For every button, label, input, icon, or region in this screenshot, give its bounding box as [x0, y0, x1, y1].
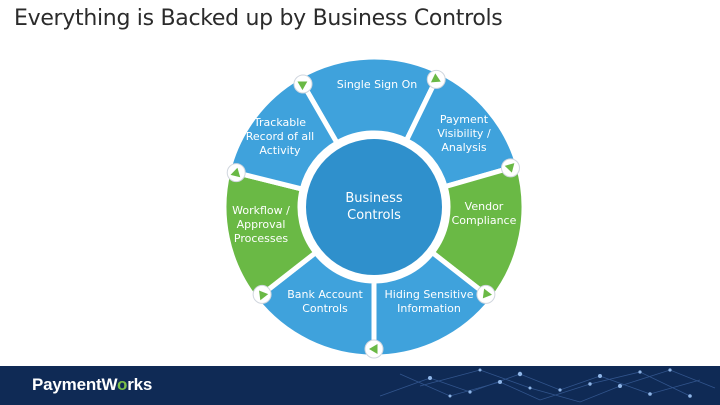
center-label: Business Controls: [345, 191, 403, 223]
segment-label-workflow-approval: Workflow / Approval Processes: [232, 204, 290, 245]
segment-label-trackable-record: Trackable Record of all Activity: [245, 116, 315, 157]
arrow-icon: [364, 339, 384, 359]
segment-label-bank-account-controls: Bank Account Controls: [287, 288, 363, 315]
wheel-arrows: [226, 69, 520, 359]
segment-label-payment-visibility: Payment Visibility / Analysis: [437, 113, 491, 154]
segment-label-single-sign-on: Single Sign On: [336, 78, 418, 91]
arrow-icon: [293, 74, 313, 94]
segment-label-hiding-sensitive-information: Hiding Sensitive Information: [384, 288, 474, 315]
arrow-icon: [426, 69, 446, 89]
segment-label-vendor-compliance: Vendor Compliance: [451, 200, 517, 227]
page-title: Everything is Backed up by Business Cont…: [14, 6, 503, 31]
arrow-icon: [252, 284, 272, 304]
footer-network-graphic: [379, 368, 716, 403]
footer-bar: PaymentWorks: [0, 366, 720, 405]
center-circle: [302, 135, 446, 279]
arrow-icon: [226, 163, 246, 183]
paymentworks-logo: PaymentWorks: [32, 375, 153, 394]
arrow-icon: [476, 284, 496, 304]
arrow-icon: [500, 158, 520, 178]
business-controls-wheel: [224, 57, 524, 359]
